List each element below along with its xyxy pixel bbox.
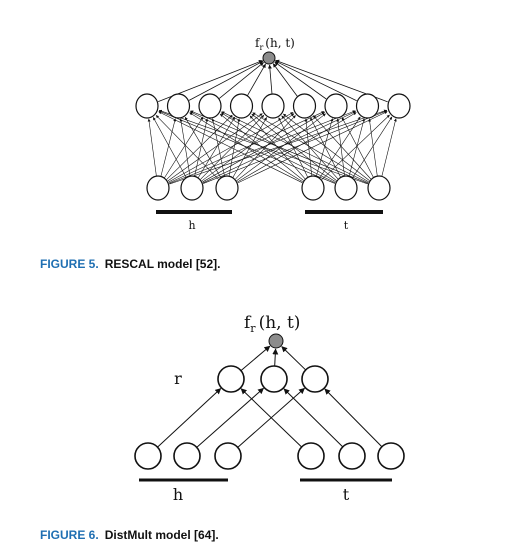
head-input-neuron xyxy=(180,175,204,201)
hidden-neuron xyxy=(260,365,288,393)
input-to-hidden-arrow xyxy=(197,116,236,178)
input-to-hidden-arrow xyxy=(147,118,157,177)
tail-to-hidden-arrow xyxy=(324,388,383,448)
hidden-to-output-arrow xyxy=(240,345,271,371)
tail-input-neuron xyxy=(377,442,405,470)
figure-5-number: FIGURE 5. xyxy=(40,257,99,271)
output-neuron xyxy=(268,333,284,349)
input-to-hidden-arrow xyxy=(158,110,336,184)
input-to-hidden-arrow xyxy=(200,115,265,180)
input-to-hidden-arrow xyxy=(228,118,241,177)
head-to-hidden-arrow xyxy=(237,387,305,448)
input-to-hidden-arrow xyxy=(237,111,388,184)
head-input-neuron xyxy=(134,442,162,470)
input-to-hidden-arrow xyxy=(281,115,339,180)
figure-6-number: FIGURE 6. xyxy=(40,528,99,542)
input-to-hidden-arrow xyxy=(232,117,267,178)
input-to-hidden-arrow xyxy=(236,113,326,182)
head-input-neuron xyxy=(214,442,242,470)
hidden-to-output-arrow xyxy=(281,346,307,371)
input-to-hidden-arrow xyxy=(352,116,393,179)
hidden-neuron xyxy=(355,93,380,119)
tail-input-neuron xyxy=(334,175,358,201)
input-to-hidden-arrow xyxy=(167,113,263,182)
input-to-hidden-arrow xyxy=(189,111,336,183)
input-to-hidden-arrow xyxy=(219,113,304,181)
hidden-to-output-arrow xyxy=(247,63,266,96)
figure-6-caption-text: DistMult model [64]. xyxy=(104,528,219,542)
head-input-neuron xyxy=(173,442,201,470)
hidden-to-output-arrow xyxy=(274,60,357,102)
input-to-hidden-arrow xyxy=(310,117,341,178)
hidden-to-output-arrow xyxy=(267,64,273,95)
head-to-hidden-arrow xyxy=(157,388,222,448)
figure-6-caption: FIGURE 6. DistMult model [64]. xyxy=(40,528,219,542)
input-to-hidden-arrow xyxy=(336,118,345,177)
hidden-neuron xyxy=(324,93,348,119)
input-to-hidden-arrow xyxy=(152,117,187,178)
tail-input-neuron xyxy=(301,175,325,201)
input-to-hidden-arrow xyxy=(319,116,361,179)
input-to-hidden-arrow xyxy=(158,109,368,185)
figure-5-caption-text: RESCAL model [52]. xyxy=(104,257,221,271)
tail-input-neuron xyxy=(338,442,366,470)
tail-to-hidden-arrow xyxy=(283,388,344,448)
input-to-hidden-arrow xyxy=(220,112,336,183)
input-to-hidden-arrow xyxy=(381,118,397,177)
relation-label: r xyxy=(174,369,182,388)
hidden-neuron xyxy=(135,93,159,119)
hidden-neuron xyxy=(217,365,245,393)
hidden-neuron xyxy=(387,93,411,119)
distmult-diagram: fr(h, t) r h t xyxy=(134,313,405,504)
hidden-neuron xyxy=(292,93,317,119)
hidden-to-output-arrow xyxy=(272,348,279,367)
input-to-hidden-arrow xyxy=(155,115,219,180)
input-to-hidden-arrow xyxy=(249,115,306,180)
input-to-hidden-arrow xyxy=(190,110,369,184)
output-neuron xyxy=(262,51,276,65)
hidden-to-output-arrow xyxy=(219,62,264,99)
input-to-hidden-arrow xyxy=(348,118,365,177)
input-to-hidden-arrow xyxy=(368,118,378,177)
hidden-to-output-arrow xyxy=(188,60,264,101)
rescal-diagram: fr(h, t) h t xyxy=(135,36,411,232)
head-input-neuron xyxy=(215,175,239,201)
figure-5-caption: FIGURE 5. RESCAL model [52]. xyxy=(40,257,221,271)
input-to-hidden-arrow xyxy=(283,113,370,181)
input-to-hidden-arrow xyxy=(179,118,191,177)
input-to-hidden-arrow xyxy=(164,116,204,179)
hidden-to-output-arrow xyxy=(272,63,298,97)
input-to-hidden-arrow xyxy=(341,117,374,178)
input-to-hidden-arrow xyxy=(158,111,303,183)
head-entity-label: h xyxy=(188,219,195,232)
tail-entity-label: t xyxy=(343,485,350,504)
input-to-hidden-arrow xyxy=(166,114,233,180)
input-to-hidden-arrow xyxy=(189,112,303,183)
head-to-hidden-arrow xyxy=(196,387,264,448)
tail-input-neuron xyxy=(297,442,325,470)
input-to-hidden-arrow xyxy=(252,112,369,183)
input-to-hidden-arrow xyxy=(235,115,296,180)
rescal-output-label: fr(h, t) xyxy=(255,36,295,52)
input-to-hidden-arrow xyxy=(251,113,337,181)
hidden-neuron xyxy=(301,365,329,393)
hidden-neuron xyxy=(198,93,222,119)
hidden-neuron xyxy=(166,93,191,119)
input-to-hidden-arrow xyxy=(278,117,309,178)
input-to-hidden-arrow xyxy=(194,118,209,177)
hidden-neuron xyxy=(261,93,285,119)
input-to-hidden-arrow xyxy=(221,111,369,184)
hidden-neuron xyxy=(229,93,254,119)
tail-entity-label: t xyxy=(344,219,349,232)
head-input-neuron xyxy=(146,175,170,201)
hidden-to-output-arrow xyxy=(274,61,327,100)
input-to-hidden-arrow xyxy=(237,112,357,183)
distmult-output-label: fr(h, t) xyxy=(244,313,300,335)
head-entity-label: h xyxy=(173,485,183,504)
input-to-hidden-arrow xyxy=(160,118,177,177)
input-to-hidden-arrow xyxy=(313,115,372,180)
tail-input-neuron xyxy=(367,175,391,201)
input-to-hidden-arrow xyxy=(184,116,222,178)
